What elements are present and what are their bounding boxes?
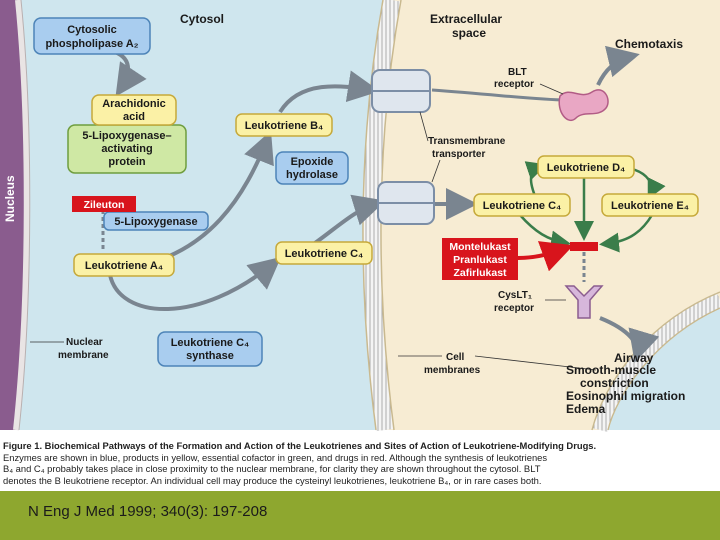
caption-lead: Figure 1. Biochemical Pathways of the Fo…	[3, 440, 597, 451]
effect-4: Edema	[566, 402, 606, 416]
caption-line-3: B₄ and C₄ probably takes place in close …	[3, 463, 541, 475]
arachidonic-label-2: acid	[123, 111, 145, 123]
flap-label-3: protein	[108, 156, 146, 168]
lte4-label: Leukotriene E₄	[611, 200, 689, 212]
cytosol-label: Cytosol	[180, 12, 224, 26]
lta4-box: Leukotriene A₄	[73, 253, 175, 277]
arrow-to-blt-receptor	[431, 88, 566, 102]
chemotaxis-label: Chemotaxis	[615, 37, 683, 51]
ltb4-box: Leukotriene B₄	[235, 113, 333, 137]
pranlukast-label: Pranlukast	[453, 254, 507, 266]
arrow-drugs-to-bar	[517, 241, 574, 272]
lipoxygenase-label: 5-Lipoxygenase	[114, 216, 197, 228]
right-cell-region	[600, 300, 720, 430]
extracellular-label: Extracellular	[430, 12, 502, 26]
epoxide-label-2: hydrolase	[286, 169, 338, 181]
epoxide-box: Epoxide hydrolase	[275, 151, 349, 185]
cpla2-label-2: phospholipase A₂	[45, 38, 138, 50]
arachidonic-label-1: Arachidonic	[102, 98, 166, 110]
effect-3: Eosinophil migration	[566, 389, 685, 403]
nuclear-membrane-label-1: Nuclear	[66, 337, 103, 348]
cyslt-label-2: receptor	[494, 303, 534, 314]
cell-membranes-label-1: Cell	[446, 352, 465, 363]
blt-receptor	[558, 89, 609, 121]
ltd4-label: Leukotriene D₄	[547, 162, 626, 174]
flap-label-2: activating	[101, 143, 152, 155]
lta4-label: Leukotriene A₄	[85, 260, 163, 272]
flap-label-1: 5-Lipoxygenase–	[82, 130, 171, 142]
nuclear-membrane-label-2: membrane	[58, 350, 109, 361]
ltc4-synthase-box: Leukotriene C₄ synthase	[157, 331, 263, 367]
airway-label: Airway	[614, 351, 654, 365]
cell-membranes-label-2: membranes	[424, 365, 481, 376]
ltc4-outer-label: Leukotriene C₄	[483, 200, 562, 212]
footer-band	[0, 491, 720, 540]
cyslt-label-1: CysLT₁	[498, 290, 532, 301]
lte4-box: Leukotriene E₄	[601, 193, 699, 217]
cyslt1-receptor	[564, 285, 604, 319]
transporter-label-1: Transmembrane	[428, 136, 506, 147]
arrow-blt-to-chemotaxis	[596, 45, 640, 86]
extracellular-label-2: space	[452, 26, 486, 40]
montelukast-label: Montelukast	[449, 241, 511, 253]
figure-caption: Figure 1. Biochemical Pathways of the Fo…	[3, 440, 717, 486]
ltb4-label: Leukotriene B₄	[245, 120, 324, 132]
nuclear-membrane	[13, 0, 30, 431]
caption-line-4: denotes the B leukotriene receptor. An i…	[3, 474, 542, 486]
caption-line-2: Enzymes are shown in blue, products in y…	[3, 451, 548, 463]
cpla2-box: Cytosolic phospholipase A₂	[33, 17, 151, 55]
blt-label-2: receptor	[494, 79, 534, 90]
ltc4-outer-box: Leukotriene C₄	[473, 193, 571, 217]
arrow-ltb4-to-transporter	[278, 70, 380, 114]
transporter-label-2: transporter	[432, 149, 485, 160]
ltc4-synthase-label-1: Leukotriene C₄	[171, 337, 250, 349]
blt-label-1: BLT	[508, 67, 527, 78]
nucleus-label: Nucleus	[3, 175, 17, 222]
ltd4-box: Leukotriene D₄	[537, 155, 635, 179]
effect-1: Smooth-muscle	[566, 363, 656, 377]
inhibition-bar	[570, 242, 598, 251]
ltc4-synthase-label-2: synthase	[186, 350, 234, 362]
arrow-ltc4-to-transporter	[313, 194, 386, 245]
transporter-bottom	[377, 181, 435, 225]
citation-text: N Eng J Med 1999; 340(3): 197-208	[28, 503, 268, 520]
transporter-top	[371, 69, 431, 113]
cpla2-label-1: Cytosolic	[67, 24, 117, 36]
arrow-lte4-to-receptor	[599, 214, 654, 253]
lipoxygenase-box: 5-Lipoxygenase	[103, 211, 209, 231]
ltc4-inner-label: Leukotriene C₄	[285, 248, 364, 260]
zileuton-box: Zileuton	[72, 196, 136, 212]
arrow-receptor-to-airway	[599, 316, 660, 363]
antagonists-box: Montelukast Pranlukast Zafirlukast	[442, 238, 518, 280]
arachidonic-box: Arachidonic acid	[91, 94, 177, 126]
ltc4-inner-box: Leukotriene C₄	[275, 241, 373, 265]
arrow-lta4-to-ltc4	[108, 256, 282, 312]
zileuton-label: Zileuton	[84, 199, 125, 211]
effect-2: constriction	[580, 376, 649, 390]
zafirlukast-label: Zafirlukast	[453, 267, 507, 279]
flap-box: 5-Lipoxygenase– activating protein	[67, 124, 187, 174]
epoxide-label-1: Epoxide	[291, 156, 334, 168]
nucleus-region	[0, 0, 27, 430]
